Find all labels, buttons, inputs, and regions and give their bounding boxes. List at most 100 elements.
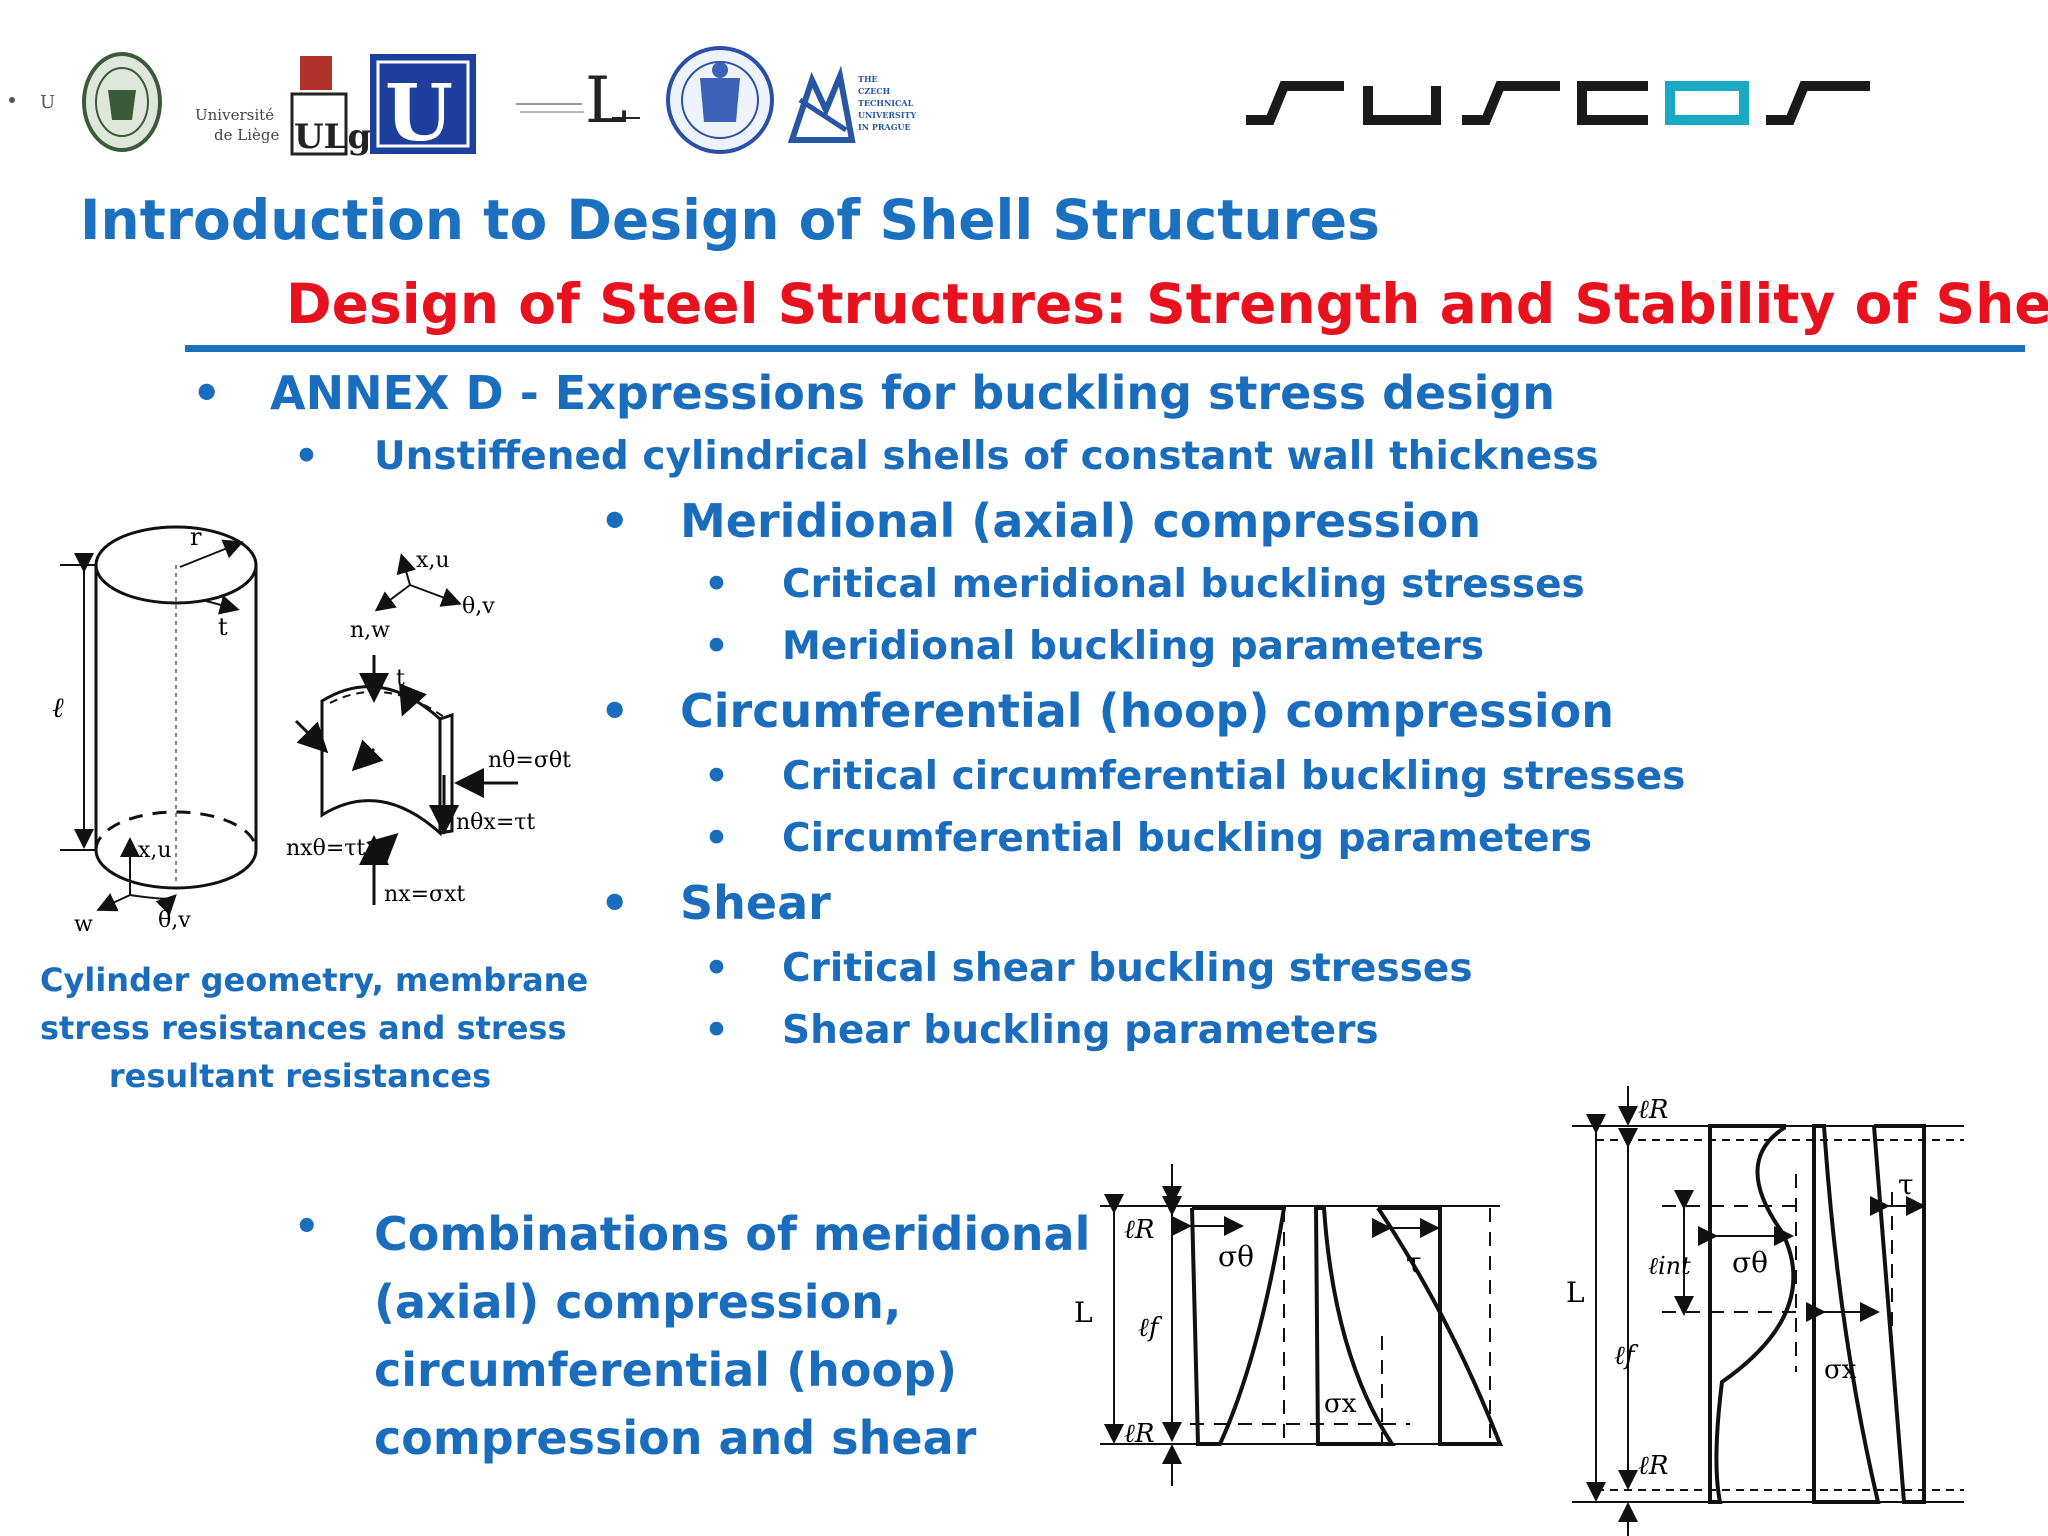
bullet: •	[294, 1204, 320, 1250]
label-t: t	[218, 613, 228, 641]
cylinder	[94, 525, 258, 890]
title-divider	[185, 345, 2025, 352]
bullet: •	[704, 624, 729, 669]
label-sigma-x-long: σx	[1824, 1355, 1857, 1385]
svg-text:TECHNICAL: TECHNICAL	[858, 98, 914, 108]
svg-text:U: U	[385, 68, 453, 159]
section-item-circumferential-critical: Critical circumferential buckling stress…	[782, 754, 1686, 799]
section-item-meridional-parameters: Meridional buckling parameters	[782, 624, 1485, 669]
svg-text:CZECH: CZECH	[858, 86, 891, 96]
label-lr-bottom: ℓR	[1124, 1419, 1154, 1449]
unstiffened-heading: Unstiffened cylindrical shells of consta…	[374, 434, 1599, 479]
label-thv-element: θ,v	[462, 594, 495, 619]
combination-line: circumferential (hoop)	[374, 1343, 958, 1397]
section-title-shear: Shear	[680, 876, 831, 930]
bullet: •	[600, 876, 630, 930]
caption-line: Cylinder geometry, membrane	[40, 961, 589, 999]
section-item-shear-critical: Critical shear buckling stresses	[782, 946, 1473, 991]
annex-heading: ANNEX D - Expressions for buckling stres…	[270, 366, 1556, 420]
page-subtitle: Design of Steel Structures: Strength and…	[286, 272, 2048, 336]
stress-distribution-figure-long: ℓR L ℓint ℓf ℓR σθ σx τ	[1566, 1086, 1964, 1536]
label-n-thetax: nθx=τt	[456, 810, 535, 835]
section-item-meridional-critical: Critical meridional buckling stresses	[782, 562, 1585, 607]
label-sigma-x: σx	[1324, 1389, 1357, 1419]
bullet: •	[192, 366, 222, 420]
combination-line: Combinations of meridional	[374, 1207, 1091, 1261]
bullet: •	[600, 684, 630, 738]
bullet: •	[704, 754, 729, 799]
label-xu-base: x,u	[138, 838, 172, 863]
bullet: •	[704, 1008, 729, 1053]
logo-seal-green	[82, 52, 162, 152]
svg-text:THE: THE	[858, 74, 878, 84]
base-axes	[96, 837, 177, 916]
label-sigma-theta: σθ	[1218, 1240, 1254, 1273]
svg-text:ULg: ULg	[294, 117, 371, 157]
label-lr-bottom-long: ℓR	[1638, 1451, 1668, 1481]
label-n-xtheta: nxθ=τt	[286, 836, 365, 861]
shear-stress-profile-long	[1872, 1124, 1926, 1504]
section-title-circumferential: Circumferential (hoop) compression	[680, 684, 1615, 738]
label-tau-long: τ	[1898, 1168, 1914, 1201]
label-sigma-theta-long: σθ	[1732, 1246, 1768, 1279]
label-nw: n,w	[350, 618, 390, 643]
shell-element	[294, 655, 518, 905]
logo-l: L	[516, 64, 640, 138]
logo-left-u: U	[9, 92, 55, 113]
label-lf: ℓf	[1138, 1313, 1163, 1343]
label-n-theta: nθ=σθt	[488, 748, 571, 773]
svg-text:IN PRAGUE: IN PRAGUE	[858, 122, 911, 132]
label-tau: τ	[1406, 1246, 1422, 1279]
page-title: Introduction to Design of Shell Structur…	[80, 188, 1380, 252]
partner-logos: U Université de Liège ULg U L THE CZECH …	[9, 46, 916, 159]
label-L-long: L	[1566, 1276, 1585, 1309]
combination-line: compression and shear	[374, 1411, 977, 1465]
label-xu-element: x,u	[416, 548, 450, 573]
cylinder-geometry-figure: r t ℓ x,u w θ,v x,u θ,v n,w t nθ=σθt nθx…	[52, 523, 571, 937]
section-item-circumferential-parameters: Circumferential buckling parameters	[782, 816, 1593, 861]
svg-text:Université: Université	[195, 106, 274, 124]
section-item-shear-parameters: Shear buckling parameters	[782, 1008, 1379, 1053]
logo-blue-u: U	[370, 54, 476, 159]
label-r: r	[190, 523, 202, 551]
label-thv-base: θ,v	[158, 908, 191, 933]
logo-liege: Université de Liège ULg	[195, 56, 371, 157]
section-title-meridional: Meridional (axial) compression	[680, 494, 1482, 548]
label-w: w	[74, 912, 93, 937]
suscos-logo	[1246, 81, 1870, 125]
bullet: •	[600, 494, 630, 548]
svg-text:de Liège: de Liège	[214, 126, 279, 144]
svg-text:L: L	[585, 64, 628, 138]
logo-ctu: THE CZECH TECHNICAL UNIVERSITY IN PRAGUE	[787, 65, 916, 143]
axial-stress-profile-long	[1812, 1124, 1881, 1504]
label-lint: ℓint	[1648, 1252, 1691, 1280]
bullet: •	[704, 562, 729, 607]
combination-text: Combinations of meridional (axial) compr…	[374, 1200, 1091, 1472]
stress-distribution-figure-short: ℓR L ℓf ℓR σθ σx τ	[1074, 1164, 1503, 1486]
cylinder-length-dimension	[60, 553, 96, 851]
interval-dashes	[1662, 1174, 1893, 1372]
axial-stress-profile	[1313, 1206, 1396, 1446]
label-lr-top-long: ℓR	[1638, 1095, 1668, 1125]
caption-line: resultant resistances	[108, 1057, 492, 1095]
suscos-wordmark	[1246, 81, 1870, 125]
logo-seal-blue	[666, 46, 774, 154]
combination-line: (axial) compression,	[374, 1275, 902, 1329]
hoop-stress-profile-long	[1708, 1124, 1796, 1504]
bullet: •	[704, 946, 729, 991]
svg-text:U: U	[40, 92, 55, 113]
label-lr-top: ℓR	[1124, 1215, 1154, 1245]
label-lf-long: ℓf	[1614, 1341, 1639, 1371]
label-length: ℓ	[52, 691, 64, 724]
caption-line: stress resistances and stress	[40, 1009, 567, 1047]
svg-text:UNIVERSITY: UNIVERSITY	[858, 110, 916, 120]
hoop-stress-profile	[1190, 1206, 1287, 1446]
label-L: L	[1074, 1296, 1093, 1329]
bullet: •	[294, 434, 319, 479]
shear-stress-profile	[1376, 1206, 1503, 1446]
label-t-element: t	[396, 666, 405, 691]
bullet: •	[704, 816, 729, 861]
element-axes	[374, 553, 462, 612]
label-n-x: nx=σxt	[384, 882, 465, 907]
figure-caption: Cylinder geometry, membrane stress resis…	[40, 956, 589, 1100]
